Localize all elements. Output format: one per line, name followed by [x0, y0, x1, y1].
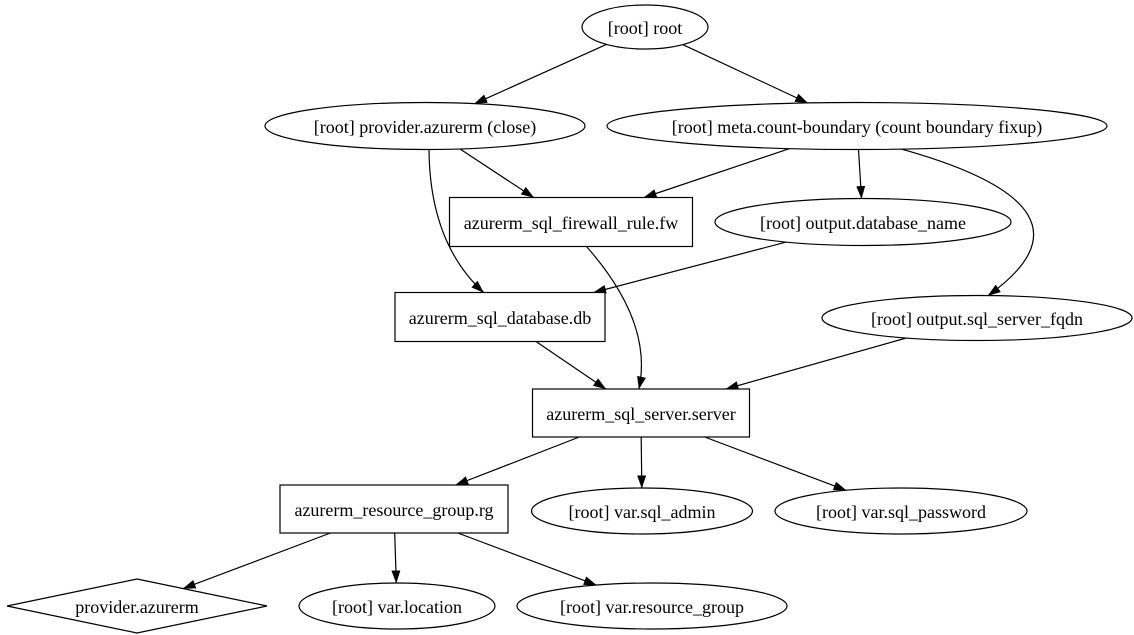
box-shape [279, 484, 509, 534]
node-label: azurerm_sql_firewall_rule.fw [464, 213, 678, 233]
edge-root-to-provider-azurerm-close [474, 43, 607, 105]
ellipse-shape [530, 487, 754, 535]
edge-meta-count-boundary-to-sql-firewall-rule-fw [643, 148, 790, 199]
node-label: [root] var.location [332, 597, 462, 617]
node-var-sql-password: [root] var.sql_password [774, 487, 1028, 535]
node-label: [root] var.sql_password [816, 502, 986, 522]
node-label: [root] provider.azurerm (close) [314, 117, 536, 138]
node-meta-count-boundary: [root] meta.count-boundary (count bounda… [606, 101, 1108, 151]
ellipse-shape [714, 197, 1012, 247]
node-root: [root] root [581, 4, 709, 50]
edge-meta-count-boundary-to-output-sql-server-fqdn [901, 148, 1035, 297]
edge-provider-azurerm-close-to-sql-database-db [428, 149, 485, 293]
edge-meta-count-boundary-to-output-database-name [856, 149, 866, 199]
node-output-sql-server-fqdn: [root] output.sql_server_fqdn [821, 294, 1133, 342]
edge-provider-azurerm-close-to-sql-firewall-rule-fw [459, 148, 535, 199]
node-label: [root] output.database_name [760, 213, 966, 233]
node-label: provider.azurerm [75, 597, 198, 617]
node-label: [root] var.resource_group [560, 597, 744, 617]
edge-sql-server-server-to-var-sql-password [704, 436, 847, 491]
ellipse-shape [516, 582, 788, 630]
ellipse-shape [821, 294, 1133, 342]
edge-sql-server-server-to-resource-group-rg [455, 436, 580, 486]
node-sql-server-server: azurerm_sql_server.server [531, 388, 751, 438]
node-var-location: [root] var.location [298, 582, 496, 630]
edge-resource-group-rg-to-provider-azurerm [182, 532, 331, 590]
box-shape [394, 291, 606, 343]
ellipse-shape [606, 101, 1108, 151]
node-sql-database-db: azurerm_sql_database.db [394, 291, 606, 343]
ellipse-shape [264, 101, 586, 151]
edge-root-to-meta-count-boundary [682, 44, 809, 104]
edge-resource-group-rg-to-var-resource-group [457, 532, 597, 586]
edge-sql-database-db-to-sql-server-server [535, 341, 607, 390]
node-resource-group-rg: azurerm_resource_group.rg [279, 484, 509, 534]
edge-sql-server-server-to-var-sql-admin [637, 436, 647, 489]
node-label: [root] meta.count-boundary (count bounda… [672, 117, 1042, 138]
node-output-database-name: [root] output.database_name [714, 197, 1012, 247]
node-provider-azurerm: provider.azurerm [6, 578, 268, 634]
edge-sql-firewall-rule-fw-to-sql-server-server [586, 246, 646, 390]
ellipse-shape [298, 582, 496, 630]
node-label: azurerm_sql_server.server [546, 404, 735, 424]
node-label: [root] var.sql_admin [569, 502, 716, 522]
node-provider-azurerm-close: [root] provider.azurerm (close) [264, 101, 586, 151]
node-var-sql-admin: [root] var.sql_admin [530, 487, 754, 535]
edge-output-database-name-to-sql-database-db [593, 241, 787, 294]
ellipse-shape [774, 487, 1028, 535]
node-label: [root] root [608, 18, 682, 38]
node-label: azurerm_resource_group.rg [294, 500, 493, 520]
box-shape [531, 388, 751, 438]
ellipse-shape [581, 4, 709, 50]
box-shape [448, 196, 694, 248]
edge-resource-group-rg-to-var-location [391, 532, 401, 584]
node-label: [root] output.sql_server_fqdn [871, 309, 1083, 329]
node-sql-firewall-rule-fw: azurerm_sql_firewall_rule.fw [448, 196, 694, 248]
node-label: azurerm_sql_database.db [409, 308, 591, 328]
diamond-shape [6, 578, 268, 634]
edge-output-sql-server-fqdn-to-sql-server-server [725, 337, 907, 390]
node-var-resource-group: [root] var.resource_group [516, 582, 788, 630]
